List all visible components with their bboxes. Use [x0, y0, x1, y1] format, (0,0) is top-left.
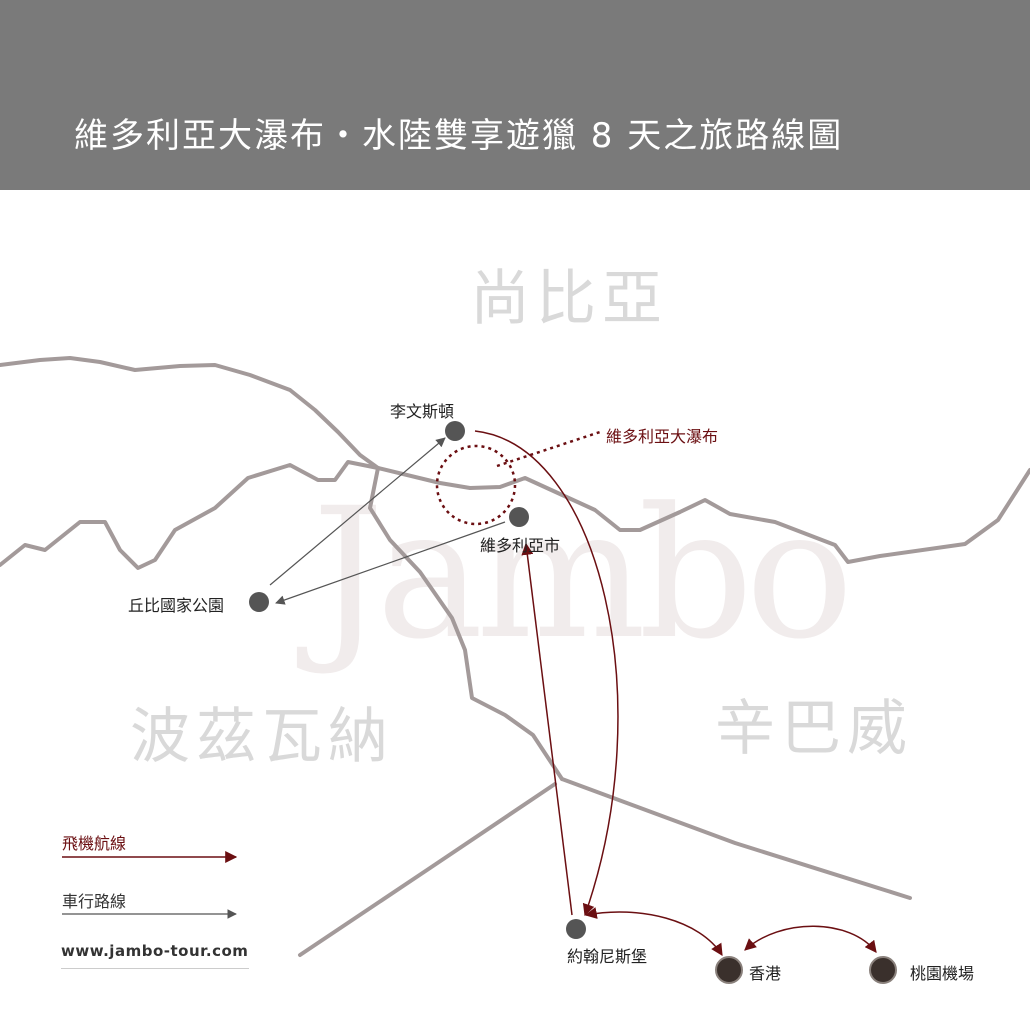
place-label-johannesburg: 約翰尼斯堡 [567, 947, 648, 966]
dot-johannesburg [566, 919, 586, 939]
flight-hongkong-taoyuan [744, 925, 877, 953]
border-south-africa-west [298, 782, 557, 957]
dot-chobe [249, 592, 269, 612]
flight-livingstone-johannesburg [474, 430, 619, 917]
dot-victoria-falls-town [509, 507, 529, 527]
header-bar [0, 0, 1030, 190]
place-label-chobe: 丘比國家公園 [128, 596, 225, 615]
drive-chobe-livingstone [269, 437, 446, 586]
place-label-livingstone: 李文斯頓 [390, 402, 455, 421]
place-label-victoria-falls-town: 維多利亞市 [480, 536, 561, 555]
country-label-zimbabwe: 辛巴威 [715, 694, 913, 764]
page-title: 維多利亞大瀑布・水陸雙享遊獵 8 天之旅路線圖 [74, 116, 844, 156]
falls-label: 維多利亞大瀑布 [606, 427, 719, 446]
border-south-africa-east [560, 777, 912, 900]
website-link[interactable]: www.jambo-tour.com [61, 942, 249, 960]
falls-leader-line [496, 430, 601, 468]
dot-hong-kong [715, 956, 743, 984]
flight-johannesburg-hongkong [584, 907, 723, 957]
country-label-zambia: 尚比亞 [470, 264, 668, 334]
dot-livingstone [445, 421, 465, 441]
place-label-taoyuan: 桃園機場 [910, 964, 975, 983]
border-zambia-north [0, 356, 380, 470]
legend-flight-label: 飛機航線 [62, 834, 127, 853]
falls-area-circle [435, 444, 517, 526]
dot-taoyuan [869, 956, 897, 984]
country-label-botswana: 波茲瓦納 [130, 702, 394, 772]
border-zambia-south [0, 460, 1030, 570]
website-underline [61, 968, 249, 969]
legend-drive-label: 車行路線 [62, 892, 127, 911]
drive-victoria-falls-chobe [275, 521, 506, 605]
flight-johannesburg-victoria-falls [521, 542, 573, 916]
border-botswana-zimbabwe [368, 466, 564, 781]
place-label-hong-kong: 香港 [749, 964, 782, 983]
